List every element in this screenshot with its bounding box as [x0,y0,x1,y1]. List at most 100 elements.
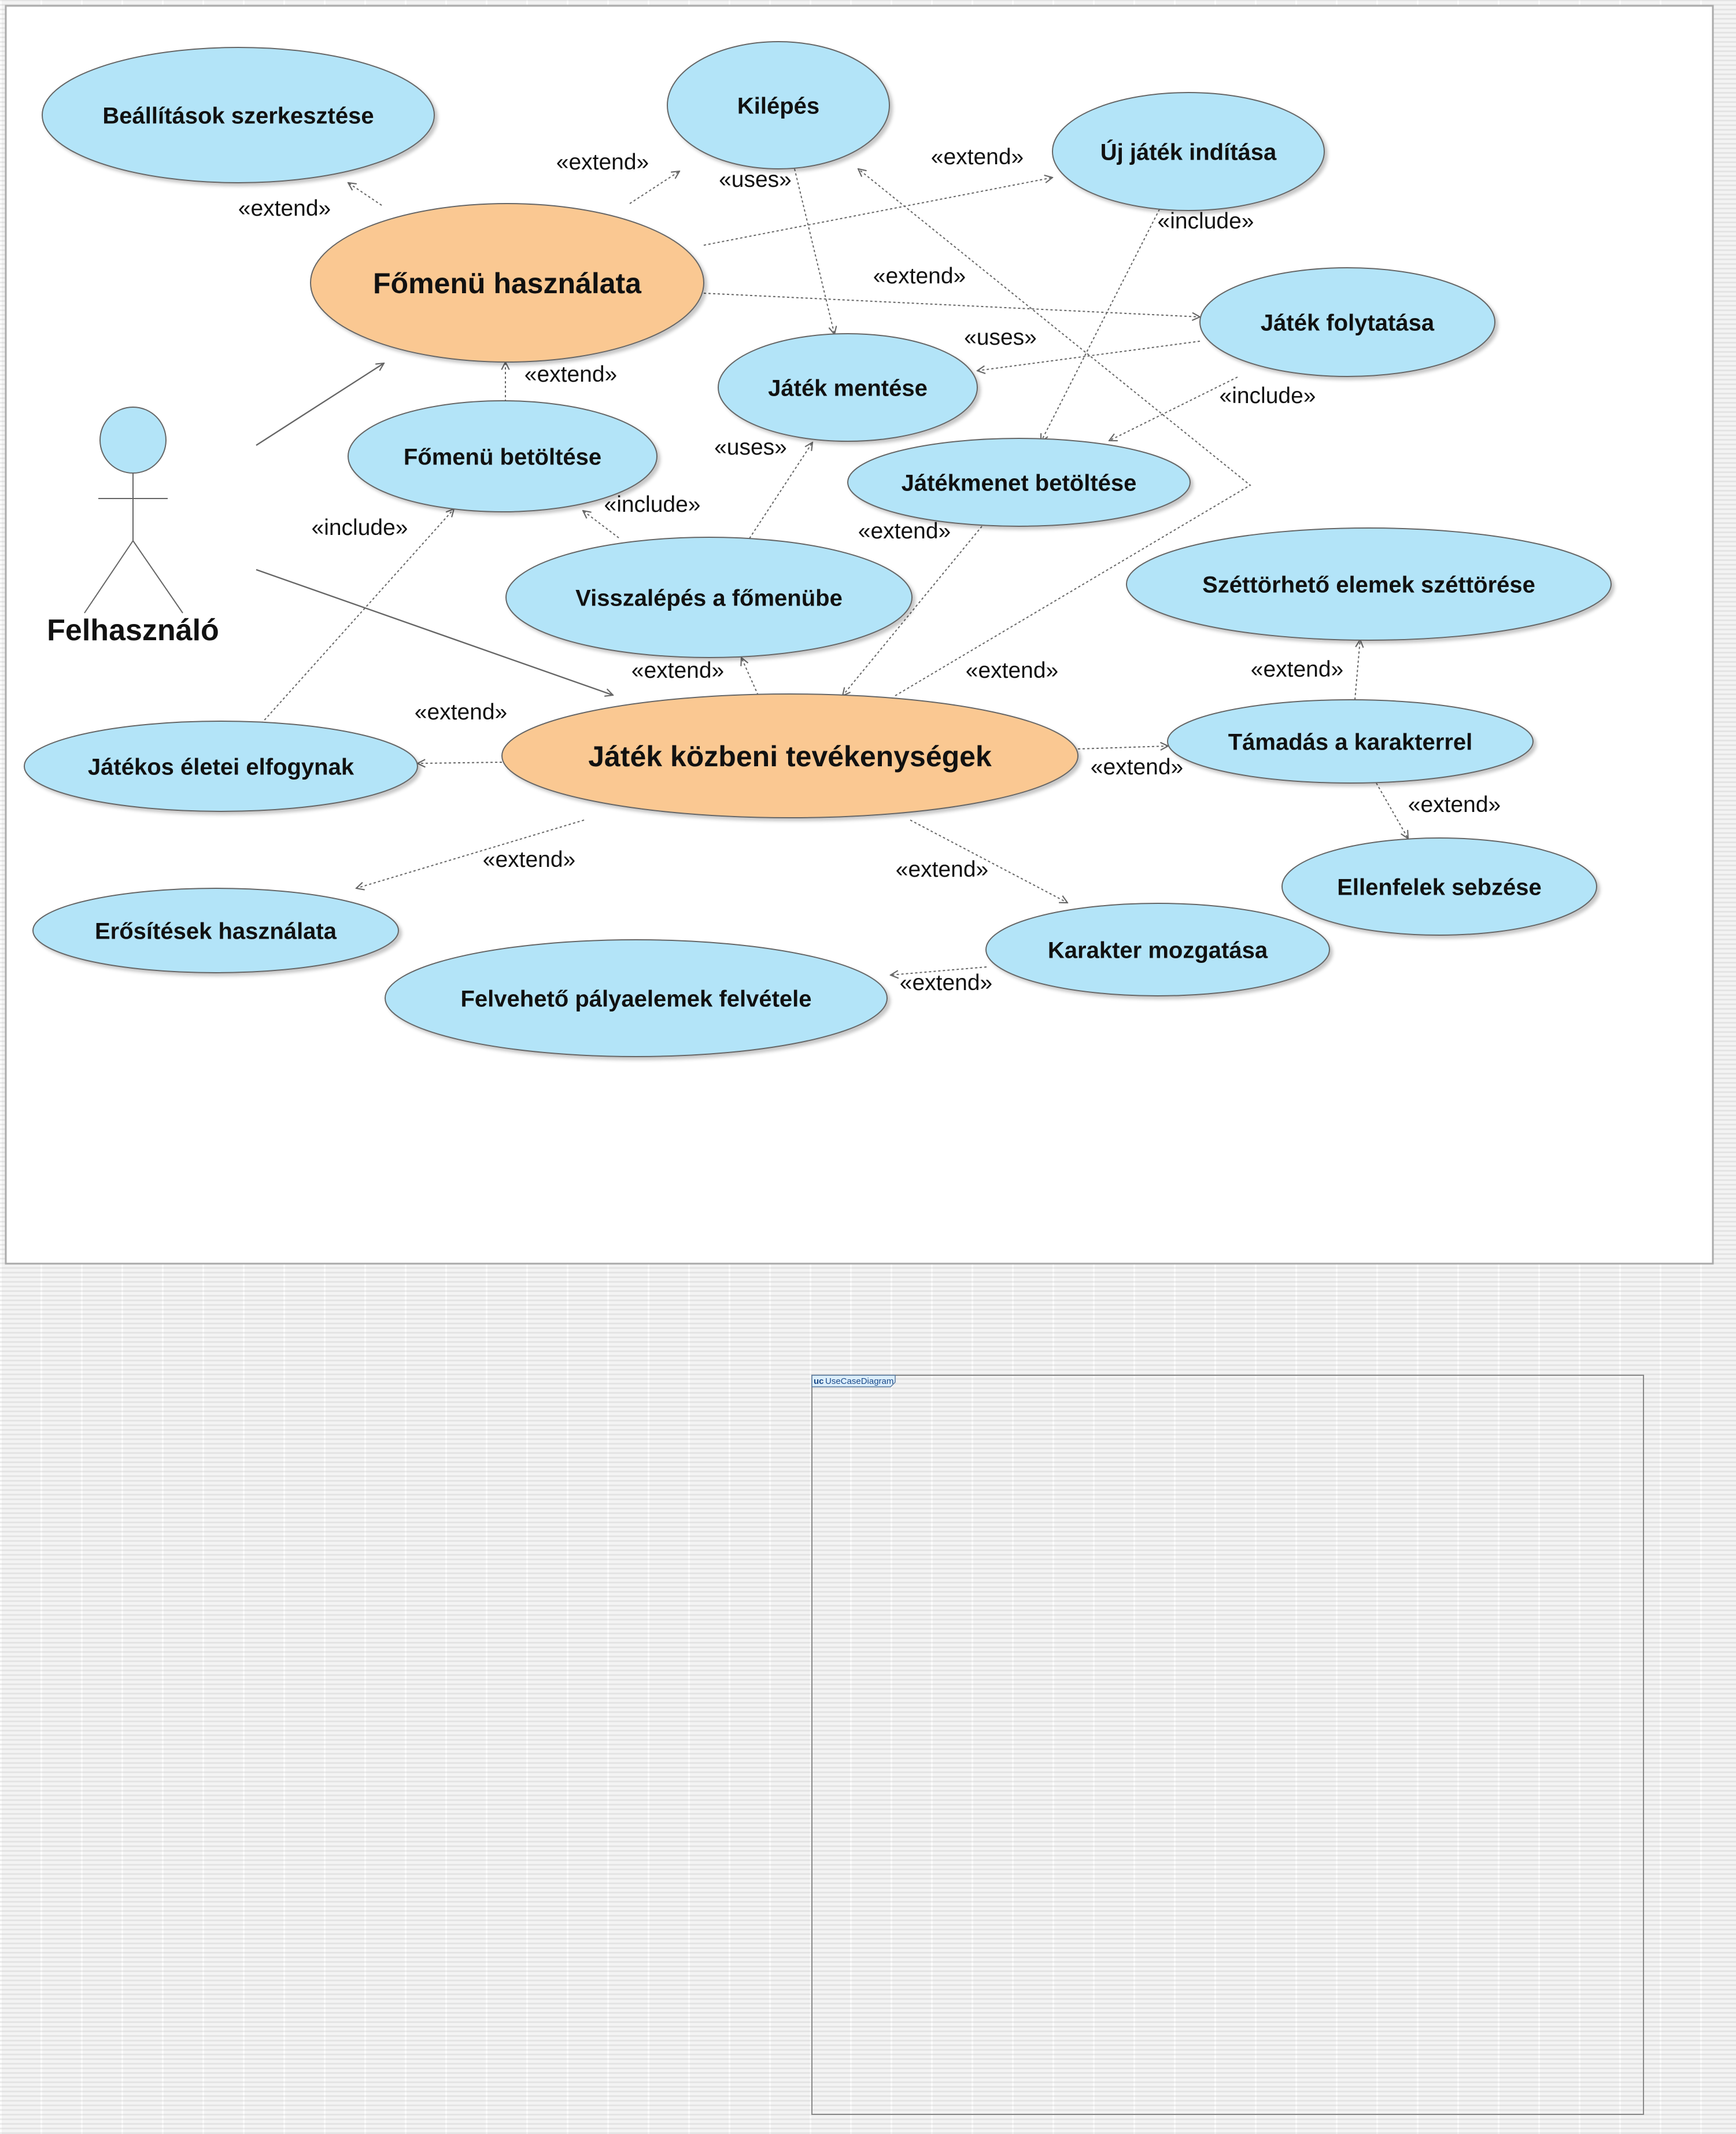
usecase-label: Játékmenet betöltése [902,470,1137,496]
relation-label: «extend» [1251,657,1343,682]
usecase-label: Új játék indítása [1100,138,1277,165]
relation-actor-to-jatek-kozbeni [256,568,613,695]
usecase-ellipse [505,537,913,658]
usecase-label: Visszalépés a főmenübe [575,585,843,611]
relation-fomenu-hasznalata-to-jatek-folytatasa [703,293,1200,317]
relation-jatek-kozbeni-to-visszalepes [741,658,759,696]
actor-felhasznalo[interactable]: Felhasználó [47,407,219,647]
usecase-tamadas[interactable]: Támadás a karakterrel [1167,699,1534,784]
relation-label: «extend» [415,700,507,725]
usecase-label: Ellenfelek sebzése [1337,874,1542,900]
relation-eletek-to-fomenu-betoltese [261,509,454,724]
actor-head [99,407,167,474]
usecase-label: Felvehető pályaelemek felvétele [461,986,812,1011]
usecase-ellipse [1167,699,1534,784]
relation-label: «extend» [966,658,1058,683]
usecase-ellipse [718,333,978,442]
relation-visszalepes-to-jatek-mentese [749,442,812,539]
usecase-ellipse [847,438,1191,527]
usecase-fomenu-betoltese[interactable]: Főmenü betöltése [348,400,658,512]
relation-jatek-kozbeni-to-kilepes [858,169,1251,696]
relation-label: «include» [1158,209,1254,234]
relation-label: «extend» [896,857,988,882]
relation-fomenu-hasznalata-to-uj-jatek [703,178,1052,246]
usecase-eletek[interactable]: Játékos életei elfogynak [24,721,418,812]
usecase-szettorheto[interactable]: Széttörhető elemek széttörése [1126,527,1612,641]
relation-kilepes-to-jatek-mentese [794,168,834,334]
relation-actor-to-fomenu-hasznalata [256,363,384,446]
usecase-visszalepes[interactable]: Visszalépés a főmenübe [505,537,913,658]
relation-label: «extend» [238,196,331,221]
relation-label: «extend» [483,847,575,872]
relation-tamadas-to-szettorheto [1354,640,1360,700]
relation-fomenu-hasznalata-to-beallitasok [348,183,382,206]
relation-label: «uses» [964,325,1037,350]
relation-label: «extend» [1091,755,1183,780]
usecase-ellipse [1126,527,1612,641]
usecase-ellipse [1052,92,1325,211]
usecase-ellipse [667,41,890,169]
relation-jatek-kozbeni-to-karakter-mozgatasa [910,819,1068,903]
relation-label: «include» [604,492,701,517]
usecase-ellenfelek[interactable]: Ellenfelek sebzése [1281,837,1597,936]
usecase-label: Játékos életei elfogynak [88,754,354,780]
usecase-ellipse [348,400,658,512]
frame-name: UseCaseDiagram [825,1376,893,1386]
use-cases: Beállítások szerkesztése Kilépés Új játék … [24,41,1612,1057]
usecase-ellipse [42,47,435,183]
relation-jatek-kozbeni-to-eletek [418,762,503,763]
usecase-jatek-kozbeni[interactable]: Játék közbeni tevékenységek [501,693,1078,818]
relation-fomenu-hasznalata-to-kilepes [629,171,679,204]
usecase-ellipse [1199,267,1495,377]
usecase-label: Játék folytatása [1261,310,1435,335]
actor-left-leg [84,540,134,614]
usecase-ellipse [385,939,888,1057]
usecase-label: Főmenü betöltése [404,444,601,470]
usecase-jatekmenet-betoltese[interactable]: Játékmenet betöltése [847,438,1191,527]
usecase-ellipse [24,721,418,812]
usecase-label: Játék mentése [768,375,928,401]
relation-label: «uses» [719,167,792,192]
usecase-label: Beállítások szerkesztése [102,103,374,128]
usecase-erositesek[interactable]: Erősítések használata [32,888,399,973]
relation-labels: «extend» «extend» «extend» «extend» «uses» «i… [238,145,1501,995]
usecase-beallitasok[interactable]: Beállítások szerkesztése [42,47,435,183]
relation-label: «extend» [858,519,951,544]
relation-label: «extend» [931,145,1024,169]
usecase-label: Főmenü használata [373,267,642,300]
usecase-label: Széttörhető elemek széttörése [1202,572,1535,597]
actor-right-leg [132,540,183,614]
relation-label: «extend» [873,264,966,289]
actor-label: Felhasználó [47,614,219,647]
usecase-ellipse [32,888,399,973]
relation-label: «extend» [525,362,617,387]
usecase-label: Erősítések használata [95,918,337,944]
relation-label: «extend» [556,150,649,175]
usecase-fomenu-hasznalata[interactable]: Főmenü használata [310,203,704,363]
relation-label: «uses» [714,435,787,460]
empty-diagram-frame [811,1375,1644,2115]
usecase-ellipse [1281,837,1597,936]
usecase-label: Kilépés [737,93,819,119]
usecase-label: Támadás a karakterrel [1228,729,1473,755]
usecase-label: Játék közbeni tevékenységek [588,740,992,773]
relation-jatek-folytatasa-to-jatek-mentese [977,341,1201,371]
usecase-karakter-mozgatasa[interactable]: Karakter mozgatása [985,903,1330,996]
relations [256,169,1408,975]
relation-jatek-kozbeni-to-tamadas [1077,746,1168,749]
usecase-jatek-folytatasa[interactable]: Játék folytatása [1199,267,1495,377]
relation-label: «extend» [1408,792,1501,817]
usecase-label: Karakter mozgatása [1048,937,1268,963]
relation-karakter-mozgatasa-to-felveheto [891,966,987,975]
usecase-felveheto[interactable]: Felvehető pályaelemek felvétele [385,939,888,1057]
usecase-kilepes[interactable]: Kilépés [667,41,890,169]
relation-tamadas-to-ellenfelek [1376,782,1408,839]
relation-uj-jatek-to-jatekmenet-betoltese [1041,209,1160,442]
usecase-uj-jatek[interactable]: Új játék indítása [1052,92,1325,211]
relation-jatek-folytatasa-to-jatekmenet-betoltese [1109,376,1238,441]
usecase-jatek-mentese[interactable]: Játék mentése [718,333,978,442]
usecase-ellipse [310,203,704,363]
relation-label: «extend» [900,970,992,995]
relation-label: «include» [312,515,408,540]
